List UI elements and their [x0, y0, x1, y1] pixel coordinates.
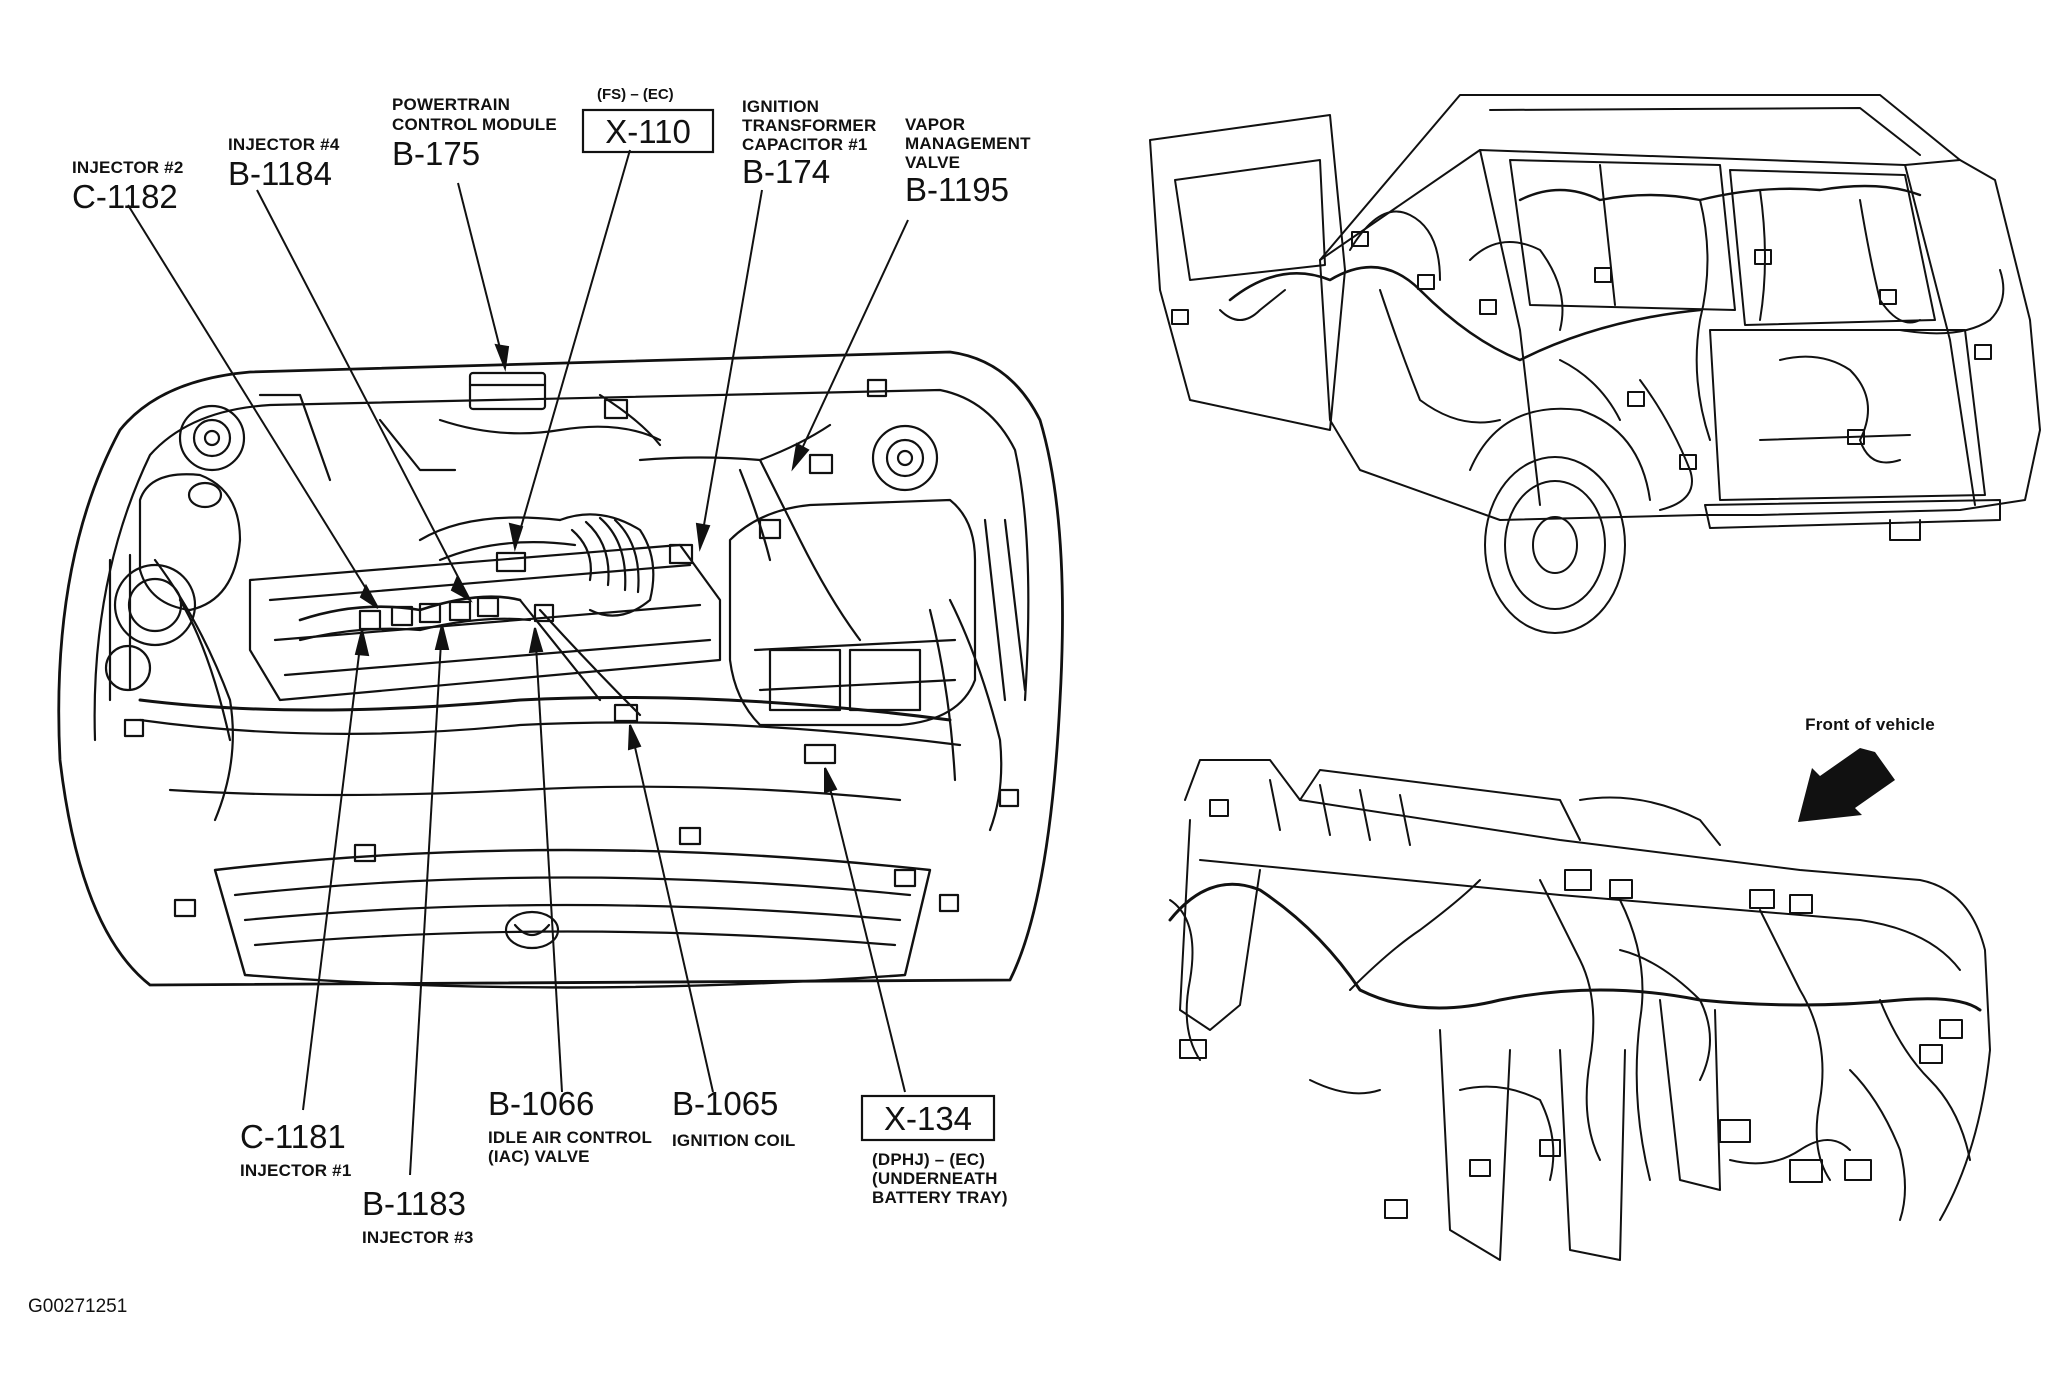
figure-reference: G00271251: [28, 1296, 127, 1317]
pcm-code: B-175: [392, 135, 480, 172]
injector-2-code: C-1182: [72, 178, 178, 215]
ignition-coil-desc: IGNITION COIL: [672, 1131, 795, 1150]
leader-lines: [127, 149, 909, 1176]
x134-note-line-3: BATTERY TRAY): [872, 1188, 1008, 1207]
vehicle-body-harness-illustration: [1149, 94, 2041, 634]
front-of-vehicle-label: Front of vehicle: [1805, 715, 1935, 734]
injector-1-desc: INJECTOR #1: [240, 1161, 351, 1180]
x134-note-line-2: (UNDERNEATH: [872, 1169, 998, 1188]
iac-valve-desc-line-2: (IAC) VALVE: [488, 1147, 590, 1166]
x134-code: X-134: [884, 1100, 972, 1137]
ignition-capacitor-desc-line-2: TRANSFORMER: [742, 116, 876, 135]
vapor-valve-desc-line-1: VAPOR: [905, 115, 965, 134]
ignition-coil-code: B-1065: [672, 1085, 778, 1122]
x110-box: [581, 108, 715, 154]
injector-4-code: B-1184: [228, 155, 332, 192]
x110-code: X-110: [605, 113, 691, 150]
injector-3-code: B-1183: [362, 1185, 466, 1222]
injector-3-desc: INJECTOR #3: [362, 1228, 473, 1247]
iac-valve-desc-line-1: IDLE AIR CONTROL: [488, 1128, 652, 1147]
instrument-panel-harness-illustration: [1168, 759, 1991, 1261]
ignition-capacitor-desc-line-3: CAPACITOR #1: [742, 135, 868, 154]
vapor-valve-desc-line-2: MANAGEMENT: [905, 134, 1031, 153]
ignition-capacitor-desc-line-1: IGNITION: [742, 97, 819, 116]
front-of-vehicle-indicator: Front of vehicle: [1798, 715, 1935, 822]
injector-2-desc: INJECTOR #2: [72, 158, 183, 177]
injector-4-desc: INJECTOR #4: [228, 135, 340, 154]
front-direction-arrow: [1798, 748, 1895, 822]
iac-valve-code: B-1066: [488, 1085, 594, 1122]
pcm-desc-line-2: CONTROL MODULE: [392, 115, 557, 134]
vapor-valve-code: B-1195: [905, 171, 1009, 208]
ignition-capacitor-code: B-174: [742, 153, 830, 190]
x134-note-line-1: (DPHJ) – (EC): [872, 1150, 985, 1169]
pcm-desc-line-1: POWERTRAIN: [392, 95, 510, 114]
engine-bay-illustration: [57, 350, 1064, 989]
injector-1-code: C-1181: [240, 1118, 346, 1155]
x134-box: [860, 1094, 996, 1142]
callout-labels: INJECTOR #2 C-1182 INJECTOR #4 B-1184 PO…: [72, 86, 1031, 1247]
x110-note: (FS) – (EC): [597, 86, 674, 103]
vapor-valve-desc-line-3: VALVE: [905, 153, 960, 172]
